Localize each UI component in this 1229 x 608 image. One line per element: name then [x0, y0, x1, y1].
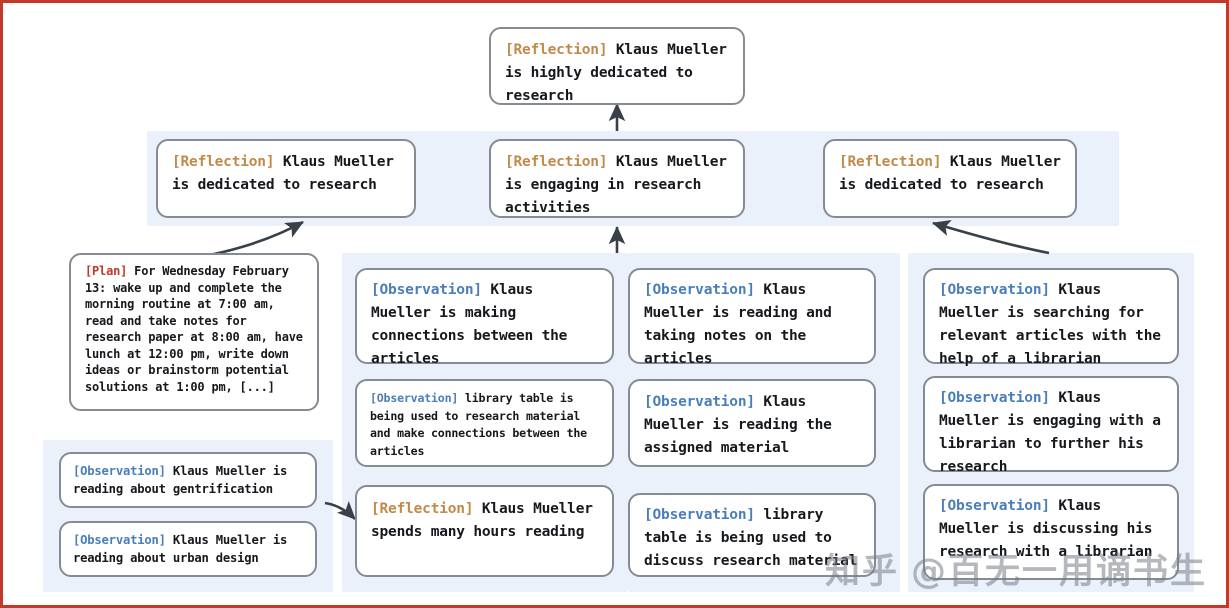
tag-observation: [Observation] [644, 282, 755, 298]
node-text: Klaus Mueller is reading about urban des… [73, 533, 295, 565]
tag-reflection: [Reflection] [505, 42, 608, 58]
node-text: Klaus Mueller is searching for relevant … [939, 282, 1170, 367]
node-text: Klaus Mueller is discussing his research… [939, 498, 1161, 560]
tag-reflection: [Reflection] [839, 154, 942, 170]
node-text: Klaus Mueller is reading about gentrific… [73, 464, 295, 496]
tag-observation: [Observation] [939, 390, 1050, 406]
tag-observation: [Observation] [939, 282, 1050, 298]
tag-observation: [Observation] [644, 507, 755, 523]
node-reflection-3[interactable]: [Reflection] Klaus Mueller is dedicated … [823, 139, 1077, 218]
node-text: Klaus Mueller is engaging with a librari… [939, 390, 1170, 475]
tag-observation: [Observation] [73, 533, 166, 547]
node-left-observation-2[interactable]: [Observation] Klaus Mueller is reading a… [59, 521, 317, 577]
tag-plan: [Plan] [85, 264, 128, 278]
node-text: Klaus Mueller is dedicated to research [172, 154, 403, 193]
node-text: Klaus Mueller is engaging in research ac… [505, 154, 736, 216]
node-text: Klaus Mueller spends many hours reading [371, 501, 602, 540]
tag-observation: [Observation] [644, 394, 755, 410]
node-root-reflection[interactable]: [Reflection] Klaus Mueller is highly ded… [489, 27, 745, 105]
node-text: Klaus Mueller is reading the assigned ma… [644, 394, 841, 456]
node-text: Klaus Mueller is dedicated to research [839, 154, 1070, 193]
node-text: Klaus Mueller is highly dedicated to res… [505, 42, 736, 104]
node-colB-item-1[interactable]: [Observation] Klaus Mueller is reading a… [628, 268, 876, 367]
node-left-observation-1[interactable]: [Observation] Klaus Mueller is reading a… [59, 452, 317, 508]
node-colA-item-3[interactable]: [Reflection] Klaus Mueller spends many h… [355, 485, 614, 577]
node-text: For Wednesday February 13: wake up and c… [85, 264, 310, 394]
node-colA-item-1[interactable]: [Observation] Klaus Mueller is making co… [355, 268, 614, 367]
tag-observation: [Observation] [370, 391, 459, 405]
node-colB-item-2[interactable]: [Observation] Klaus Mueller is reading t… [628, 379, 876, 467]
tag-reflection: [Reflection] [505, 154, 608, 170]
node-colB-item-3[interactable]: [Observation] library table is being use… [628, 493, 876, 577]
node-reflection-1[interactable]: [Reflection] Klaus Mueller is dedicated … [156, 139, 416, 218]
node-plan[interactable]: [Plan] For Wednesday February 13: wake u… [69, 253, 319, 411]
tag-observation: [Observation] [73, 464, 166, 478]
node-text: Klaus Mueller is reading and taking note… [644, 282, 841, 367]
tag-observation: [Observation] [939, 498, 1050, 514]
node-text: library table is being used to discuss r… [644, 507, 858, 569]
node-colA-item-2[interactable]: [Observation] library table is being use… [355, 379, 614, 467]
tag-reflection: [Reflection] [371, 501, 474, 517]
node-text: library table is being used to research … [370, 391, 594, 458]
arrow-colC-to-reflection-right [932, 219, 1050, 255]
node-colC-item-2[interactable]: [Observation] Klaus Mueller is engaging … [923, 376, 1179, 475]
node-reflection-2[interactable]: [Reflection] Klaus Mueller is engaging i… [489, 139, 745, 218]
tag-observation: [Observation] [371, 282, 482, 298]
node-colC-item-3[interactable]: [Observation] Klaus Mueller is discussin… [923, 484, 1179, 580]
tag-reflection: [Reflection] [172, 154, 275, 170]
node-text: Klaus Mueller is making connections betw… [371, 282, 576, 367]
node-colC-item-1[interactable]: [Observation] Klaus Mueller is searching… [923, 268, 1179, 367]
